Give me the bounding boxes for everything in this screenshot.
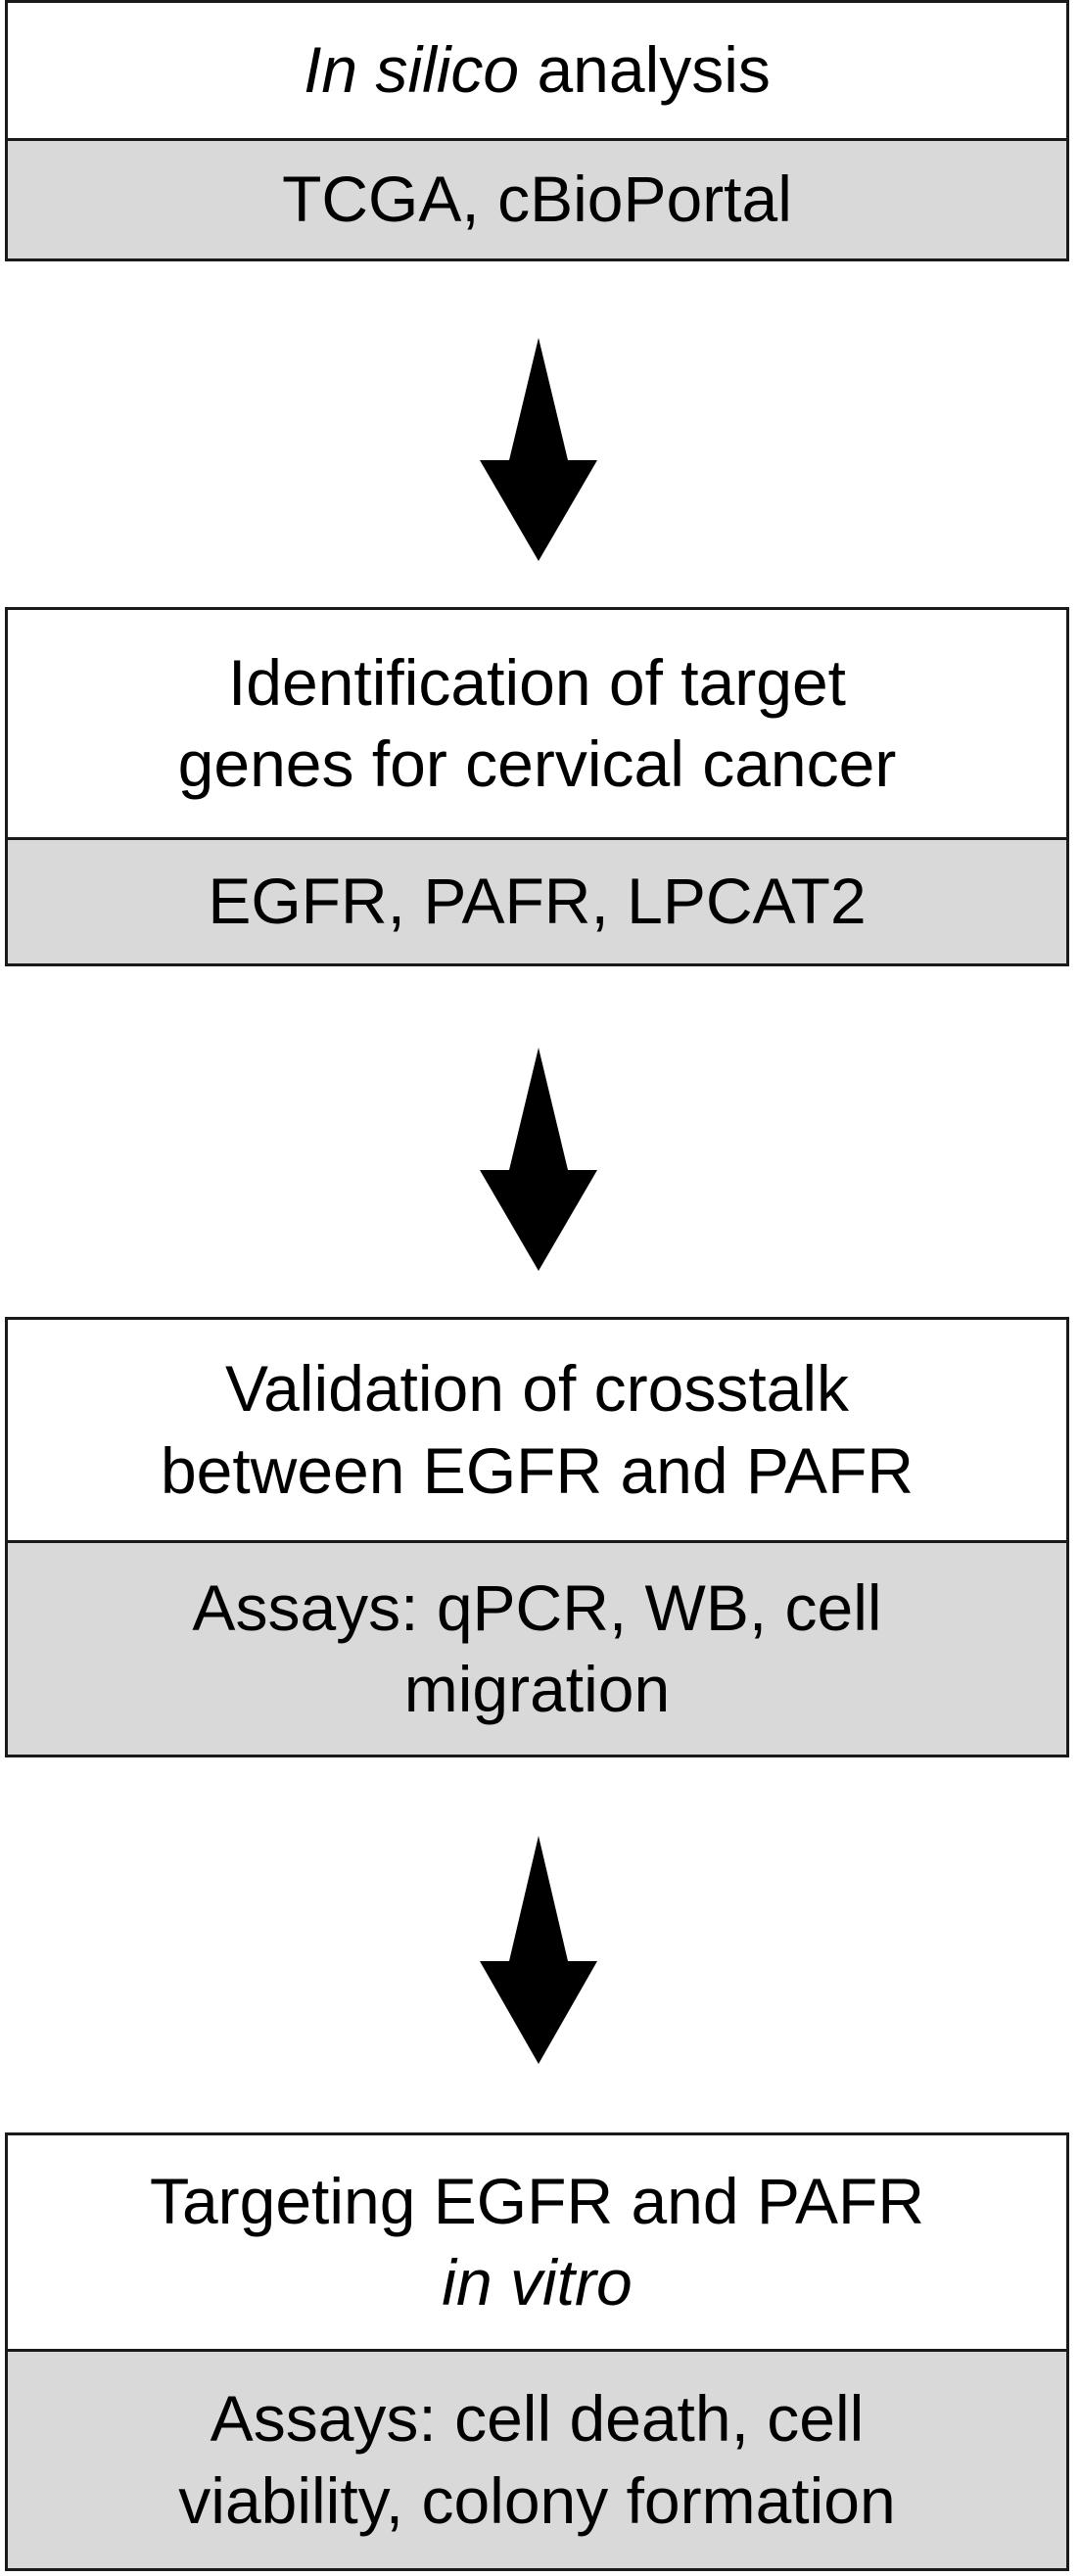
step-1-detail: TCGA, cBioPortal	[8, 138, 1066, 258]
step-4-detail-line-1: Assays: cell death, cell	[210, 2382, 865, 2456]
step-4-title-line-2: in vitro	[442, 2246, 633, 2318]
step-1-title-rest: analysis	[519, 33, 771, 107]
step-3-detail-line-2: migration	[403, 1653, 671, 1725]
step-2-title-line-2: genes for cervical cancer	[177, 727, 897, 800]
step-2-title: Identification of target genes for cervi…	[8, 610, 1066, 837]
step-4-detail: Assays: cell death, cell viability, colo…	[8, 2349, 1066, 2568]
flow-arrow-3	[470, 1836, 607, 2066]
step-1-detail-text: TCGA, cBioPortal	[282, 163, 792, 236]
step-3-title-line-1: Validation of crosstalk	[224, 1352, 850, 1426]
step-2-detail: EGFR, PAFR, LPCAT2	[8, 837, 1066, 963]
step-1-title: In silico analysis	[8, 3, 1066, 138]
step-1-title-italic: In silico	[304, 33, 520, 107]
step-3-title: Validation of crosstalk between EGFR and…	[8, 1320, 1066, 1540]
step-4-title-line-1: Targeting EGFR and PAFR	[149, 2164, 925, 2237]
step-2-box: Identification of target genes for cervi…	[5, 607, 1069, 966]
flow-arrow-2	[470, 1048, 607, 1273]
step-4-title: Targeting EGFR and PAFR in vitro	[8, 2135, 1066, 2349]
step-3-title-line-2: between EGFR and PAFR	[160, 1433, 915, 1507]
step-3-detail: Assays: qPCR, WB, cell migration	[8, 1540, 1066, 1755]
step-4-box: Targeting EGFR and PAFR in vitro Assays:…	[5, 2132, 1069, 2571]
step-3-detail-line-1: Assays: qPCR, WB, cell	[192, 1570, 882, 1644]
step-2-title-line-1: Identification of target	[227, 645, 847, 719]
step-2-detail-text: EGFR, PAFR, LPCAT2	[208, 865, 867, 938]
step-1-box: In silico analysis TCGA, cBioPortal	[5, 0, 1069, 261]
step-3-box: Validation of crosstalk between EGFR and…	[5, 1317, 1069, 1757]
flow-arrow-1	[470, 338, 607, 563]
step-4-detail-line-2: viability, colony formation	[178, 2463, 896, 2537]
